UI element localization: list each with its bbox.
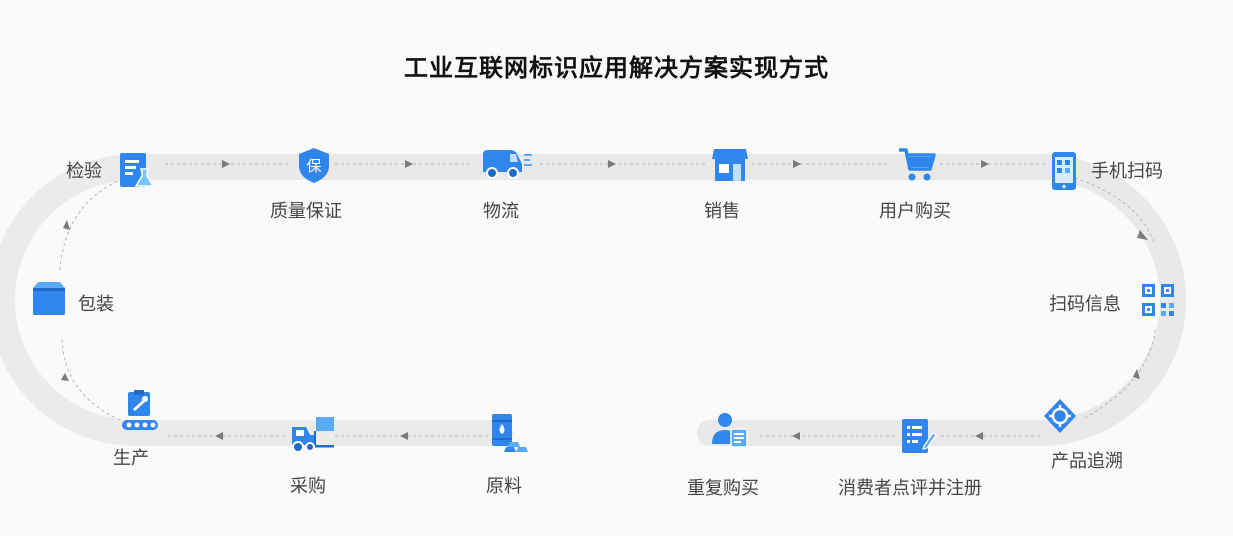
step-logistics xyxy=(480,146,534,186)
step-label-quality: 质量保证 xyxy=(270,201,342,222)
step-label-raw: 原料 xyxy=(486,476,522,497)
step-label-scan-info: 扫码信息 xyxy=(1049,294,1121,315)
step-label-purchase: 采购 xyxy=(290,476,326,497)
storefront-icon xyxy=(712,149,748,181)
step-label-review: 消费者点评并注册 xyxy=(838,478,982,499)
step-label-user-buy: 用户购买 xyxy=(879,201,951,222)
mobile-phone-icon xyxy=(1052,152,1076,190)
step-scan-info xyxy=(1140,282,1180,322)
step-label-trace: 产品追溯 xyxy=(1051,451,1123,472)
step-label-logistics: 物流 xyxy=(483,201,519,222)
assembly-line-icon xyxy=(122,390,158,430)
step-label-packaging: 包装 xyxy=(78,294,114,315)
qr-code-icon xyxy=(1142,284,1174,316)
target-icon xyxy=(1044,399,1076,433)
step-phone-scan xyxy=(1047,150,1087,190)
page-title: 工业互联网标识应用解决方案实现方式 xyxy=(404,54,829,82)
step-purchase xyxy=(288,415,338,455)
step-trace xyxy=(1040,396,1080,436)
shield-icon: 保 xyxy=(299,148,329,183)
step-raw xyxy=(488,412,528,452)
step-sales xyxy=(710,145,750,185)
step-label-inspection: 检验 xyxy=(66,161,102,182)
lab-report-icon xyxy=(120,153,155,187)
shopping-cart-icon xyxy=(899,148,936,181)
step-review xyxy=(898,416,938,456)
step-inspection xyxy=(116,150,156,190)
step-production xyxy=(120,390,160,430)
step-label-repurchase: 重复购买 xyxy=(687,478,759,499)
delivery-truck-icon xyxy=(483,150,532,179)
step-label-sales: 销售 xyxy=(704,201,740,222)
forklift-icon xyxy=(292,417,334,453)
user-card-icon xyxy=(712,413,748,448)
step-label-production: 生产 xyxy=(113,448,149,469)
step-user-buy xyxy=(897,145,937,185)
step-quality: 保 xyxy=(294,145,334,185)
edit-document-icon xyxy=(902,419,937,453)
step-label-phone-scan: 手机扫码 xyxy=(1091,161,1163,182)
box-icon xyxy=(33,282,65,315)
oil-barrel-icon xyxy=(492,414,528,452)
step-packaging xyxy=(30,280,70,320)
step-repurchase xyxy=(710,410,750,450)
svg-text:保: 保 xyxy=(306,157,321,175)
